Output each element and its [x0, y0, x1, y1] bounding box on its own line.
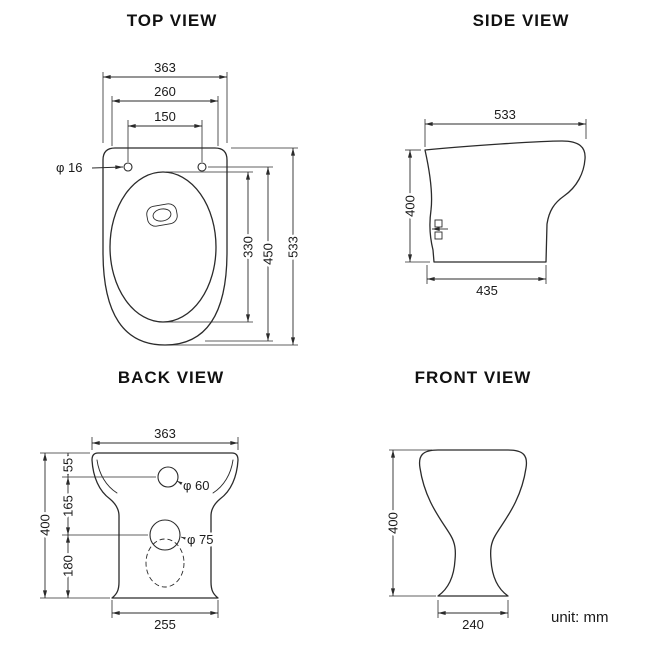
- dim-label: 150: [154, 109, 176, 124]
- dim-top-length-seat: 450: [205, 166, 278, 342]
- drain-top: [146, 203, 178, 227]
- dim-back-inlet-diameter: φ 60: [176, 476, 212, 496]
- dim-label: φ 16: [56, 160, 83, 175]
- dim-front-base-width: 240: [437, 600, 509, 635]
- seat-hinge-hole-left: [123, 162, 133, 172]
- dim-label: 260: [154, 84, 176, 99]
- dim-back-top-to-inlet: 55: [58, 453, 78, 477]
- dim-label: 400: [403, 195, 418, 217]
- toilet-back-outline: [91, 452, 239, 599]
- dim-label: φ 75: [187, 532, 214, 547]
- dim-back-width-overall: 363: [91, 424, 239, 450]
- front-view-title: FRONT VIEW: [415, 368, 532, 387]
- dim-top-width-seat: 260: [111, 82, 219, 146]
- dim-back-height: 400: [35, 453, 55, 598]
- dim-label: 400: [386, 512, 401, 534]
- fixing-hole-lower: [434, 231, 443, 240]
- water-inlet-hole: [157, 466, 179, 488]
- dim-top-length-overall: 533: [170, 147, 303, 346]
- dim-top-opening-length: 330: [166, 171, 258, 323]
- dim-label: 240: [462, 617, 484, 632]
- dim-label: 330: [241, 236, 256, 258]
- dim-front-height: 400: [383, 449, 436, 597]
- dim-label: 450: [261, 243, 276, 265]
- drain-inner: [152, 208, 172, 222]
- side-view-title: SIDE VIEW: [473, 11, 570, 30]
- back-view-title: BACK VIEW: [118, 368, 224, 387]
- dim-label: 435: [476, 283, 498, 298]
- leader-line: [176, 480, 187, 487]
- dim-side-depth-overall: 533: [424, 105, 587, 147]
- unit-label: unit: mm: [551, 609, 609, 626]
- toilet-side-outline: [424, 140, 586, 263]
- seat-hinge-hole-right: [197, 162, 207, 172]
- top-view-title: TOP VIEW: [127, 11, 218, 30]
- dim-label: 533: [494, 107, 516, 122]
- shoulder-contour-right: [212, 459, 234, 494]
- dim-label: 363: [154, 426, 176, 441]
- fixing-hole-upper: [434, 219, 443, 228]
- dim-label: 180: [61, 555, 76, 577]
- dim-back-outlet-diameter: φ 75: [180, 530, 216, 550]
- dim-label: φ 60: [183, 478, 210, 493]
- dim-label: 255: [154, 617, 176, 632]
- shoulder-contour-left: [96, 459, 118, 494]
- dim-label: 55: [61, 458, 76, 472]
- toilet-top-outline: [102, 147, 228, 346]
- dim-label: 400: [38, 514, 53, 536]
- toilet-front-outline: [418, 449, 528, 597]
- seat-opening-oval: [109, 171, 217, 323]
- dim-label: 533: [286, 236, 301, 258]
- dim-label: 363: [154, 60, 176, 75]
- side-view: SIDE VIEW 533 400 435: [400, 11, 587, 301]
- leader-line: [180, 536, 191, 542]
- drain-outer: [146, 203, 178, 227]
- dim-label: 165: [61, 495, 76, 517]
- dim-top-hole-diameter: φ 16: [54, 158, 124, 178]
- dim-side-base-depth: 435: [426, 265, 547, 301]
- dim-back-outlet-to-floor: 180: [58, 535, 78, 598]
- dim-side-height: 400: [400, 149, 430, 263]
- leader-line: [91, 165, 124, 170]
- hidden-trapway: [145, 538, 185, 588]
- dim-top-width-overall: 363: [102, 58, 228, 143]
- front-view: FRONT VIEW 400 240: [383, 368, 532, 635]
- dim-top-hole-spacing: 150: [127, 107, 203, 162]
- top-view: TOP VIEW 363 260 150: [54, 11, 303, 346]
- dim-back-base-width: 255: [111, 600, 219, 635]
- outlet-hole: [149, 519, 181, 551]
- back-view: BACK VIEW 363 55 165 180: [35, 368, 239, 635]
- dim-back-inlet-to-outlet: 165: [58, 477, 78, 535]
